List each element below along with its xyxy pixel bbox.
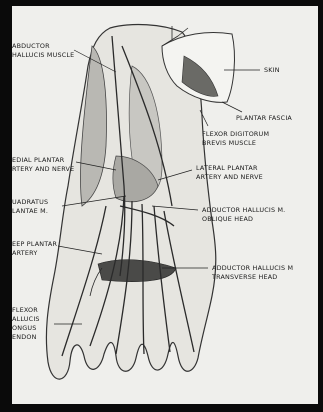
label-flexor-hallucis-longus: FLEXOR ALLUCIS ONGUS ENDON [12, 306, 40, 342]
label-adductor-oblique: ADDUCTOR HALLUCIS M. OBLIQUE HEAD [202, 206, 285, 224]
label-quadratus-plantae: UADRATUS LANTAE M. [12, 198, 48, 216]
label-adductor-transverse: ADDUCTOR HALLUCIS M TRANSVERSE HEAD [212, 264, 293, 282]
label-deep-plantar-artery: EEP PLANTAR ARTERY [12, 240, 57, 258]
label-plantar-fascia: PLANTAR FASCIA [236, 114, 292, 123]
label-skin: SKIN [264, 66, 280, 75]
label-flexor-digitorum-brevis: FLEXOR DIGITORUM BREVIS MUSCLE [202, 130, 269, 148]
leader-plantar-fascia [222, 102, 242, 112]
label-lateral-plantar: LATERAL PLANTAR ARTERY AND NERVE [196, 164, 263, 182]
label-abductor-hallucis-muscle: ABDUCTOR HALLUCIS MUSCLE [12, 42, 74, 60]
label-medial-plantar: EDIAL PLANTAR RTERY AND NERVE [12, 156, 74, 174]
diagram-plate: ABDUCTOR HALLUCIS MUSCLE SKIN PLANTAR FA… [12, 6, 318, 404]
